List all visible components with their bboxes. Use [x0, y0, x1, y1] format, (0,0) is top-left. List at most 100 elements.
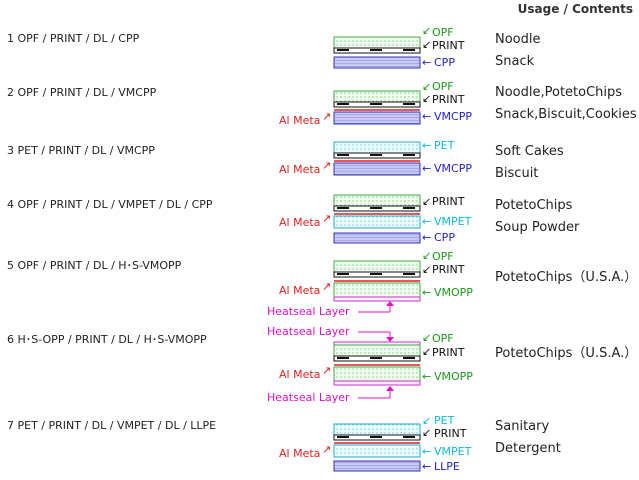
layer-label-cpp: CPP: [434, 56, 455, 69]
vmcpp-layer: [333, 162, 421, 176]
usage-2a: Noodle,PotetoChips: [495, 85, 623, 100]
arrow-label: ←: [422, 231, 431, 244]
structure-label-5: 5 OPF / PRINT / DL / H･S-VMOPP: [7, 259, 182, 272]
print-mark: [337, 436, 349, 438]
pet-layer: [333, 423, 421, 436]
print-mark: [403, 273, 415, 275]
layer-label-print: PRINT: [432, 39, 465, 52]
print-mark: [337, 273, 349, 275]
vmopp-layer: [333, 366, 421, 382]
arrow-label: ↙: [422, 345, 431, 358]
print-mark: [370, 357, 382, 359]
al-meta-label: Al Meta: [279, 163, 320, 176]
layer-label-vmcpp: VMCPP: [434, 162, 472, 175]
arrow-label: ↗: [322, 364, 331, 377]
arrow-label: ↗: [322, 212, 331, 225]
usage-3a: Soft Cakes: [495, 144, 564, 159]
arrow-label: ←: [422, 286, 431, 299]
usage-4b: Soup Powder: [495, 220, 580, 235]
print-mark: [403, 436, 415, 438]
layer-label-opf: OPF: [432, 26, 454, 39]
layer-label-vmpet: VMPET: [434, 215, 472, 228]
arrow-label: ↙: [422, 263, 431, 276]
print-mark: [403, 49, 415, 51]
structure-label-4: 4 OPF / PRINT / DL / VMPET / DL / CPP: [7, 198, 213, 211]
al-meta-label: Al Meta: [279, 284, 320, 297]
vmopp-layer: [333, 282, 421, 298]
heatseal-arrowhead: [386, 337, 394, 342]
heatseal-layer: [333, 380, 421, 386]
diagram-row-3: ← PET ← VMCPP Al Meta ↗: [279, 139, 472, 176]
diagram-row-5: ↙ OPF ↙ PRINT ← VMOPP Al Meta ↗ Heatseal…: [267, 249, 473, 318]
layer-label-cpp: CPP: [434, 231, 455, 244]
print-mark: [337, 207, 349, 209]
heatseal-arrowhead: [386, 301, 394, 306]
arrow-label: ←: [422, 215, 431, 228]
print-mark: [370, 207, 382, 209]
usage-1b: Snack: [495, 54, 535, 69]
arrow-label: ↗: [322, 280, 331, 293]
opf-layer: [333, 344, 421, 357]
usage-7b: Detergent: [495, 441, 561, 456]
usage-4a: PotetoChips: [495, 198, 573, 213]
layer-label-opf: OPF: [432, 332, 454, 345]
structure-label-1: 1 OPF / PRINT / DL / CPP: [7, 32, 140, 45]
layer-label-vmpet: VMPET: [434, 445, 472, 458]
print-mark: [370, 154, 382, 156]
layer-label-print: PRINT: [432, 346, 465, 359]
arrow-label: ↙: [422, 38, 431, 51]
layer-label-print: PRINT: [432, 195, 465, 208]
vmcpp-layer: [333, 111, 421, 125]
arrow-label: ↗: [322, 159, 331, 172]
layer-label-vmcpp: VMCPP: [434, 110, 472, 123]
heatseal-arrowhead: [386, 386, 394, 391]
al-meta-label: Al Meta: [279, 216, 320, 229]
print-mark: [370, 103, 382, 105]
arrow-label: ←: [422, 139, 431, 152]
arrow-label: ↙: [422, 24, 431, 37]
usage-contents-header: Usage / Contents: [517, 2, 633, 16]
arrow-label: ←: [422, 370, 431, 383]
structure-label-2: 2 OPF / PRINT / DL / VMCPP: [7, 86, 157, 99]
arrow-label: ←: [422, 56, 431, 69]
layer-label-print: PRINT: [432, 93, 465, 106]
layer-label-vmopp: VMOPP: [434, 286, 473, 299]
cpp-layer: [333, 232, 421, 244]
cpp-layer: [333, 56, 421, 69]
heatseal-layer: [333, 296, 421, 302]
print-mark: [370, 273, 382, 275]
opf-layer: [333, 90, 421, 103]
print-mark: [337, 103, 349, 105]
al-meta-label: Al Meta: [279, 114, 320, 127]
structure-label-7: 7 PET / PRINT / DL / VMPET / DL / LLPE: [7, 419, 217, 432]
al-meta-label: Al Meta: [279, 447, 320, 460]
print-mark: [403, 154, 415, 156]
structure-label-3: 3 PET / PRINT / DL / VMCPP: [7, 144, 155, 157]
arrow-label: ↙: [422, 426, 431, 439]
print-mark: [370, 436, 382, 438]
arrow-label: ←: [422, 162, 431, 175]
print-mark: [403, 103, 415, 105]
arrow-label: ↙: [422, 331, 431, 344]
diagram-row-1: ↙ OPF ↙ PRINT ← CPP: [333, 24, 465, 69]
usage-5: PotetoChips（U.S.A.）: [495, 270, 638, 285]
vmpet-layer: [333, 215, 421, 229]
llpe-layer: [333, 460, 421, 472]
layer-label-pet: PET: [434, 139, 455, 152]
print-mark: [337, 49, 349, 51]
arrow-label: ↙: [422, 414, 431, 427]
usage-3b: Biscuit: [495, 166, 539, 181]
layer-label-opf: OPF: [432, 80, 454, 93]
heatseal-label: Heatseal Layer: [267, 391, 350, 404]
usage-7a: Sanitary: [495, 419, 550, 434]
layer-label-pet: PET: [434, 414, 455, 427]
heatseal-label: Heatseal Layer: [267, 305, 350, 318]
pet-layer: [333, 141, 421, 154]
usage-1a: Noodle: [495, 32, 541, 47]
print-mark: [403, 357, 415, 359]
arrow-label: ↙: [422, 249, 431, 262]
opf-layer: [333, 194, 421, 207]
opf-layer: [333, 260, 421, 273]
opf-layer: [333, 36, 421, 49]
